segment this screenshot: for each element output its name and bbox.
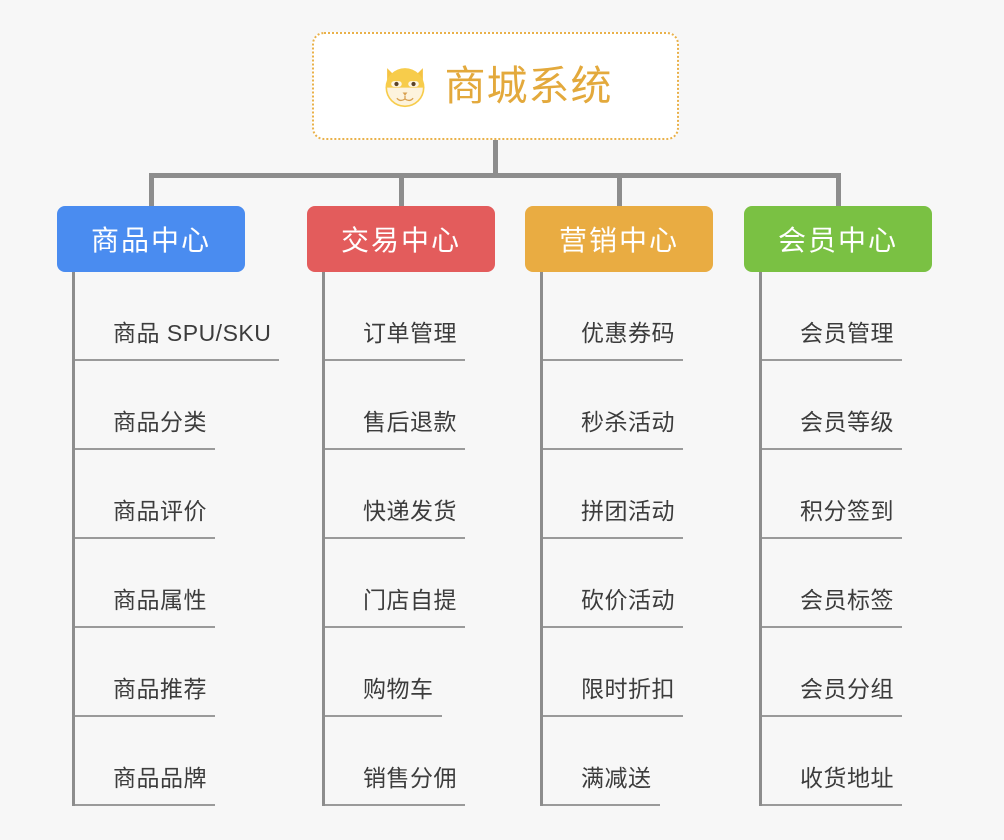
branch-column-member: 会员中心 会员管理 会员等级 积分签到 会员标签 会员分组: [744, 206, 994, 806]
leaf-underline: [325, 537, 465, 539]
leaf-label: 商品属性: [113, 587, 207, 613]
connector-drop-3: [617, 173, 622, 208]
leaf-underline: [762, 359, 902, 361]
leaf-underline: [543, 537, 683, 539]
connector-drop-4: [836, 173, 841, 208]
leaf-underline: [762, 537, 902, 539]
list-item[interactable]: 商品品牌: [75, 717, 307, 806]
branch-header-marketing[interactable]: 营销中心: [525, 206, 713, 272]
list-item[interactable]: 商品 SPU/SKU: [75, 272, 307, 361]
dog-face-icon: [385, 68, 424, 109]
leaf-label: 会员分组: [800, 676, 894, 702]
leaf-underline: [762, 804, 902, 806]
leaf-list-trade: 订单管理 售后退款 快递发货 门店自提 购物车 销售分佣: [322, 272, 557, 806]
leaf-underline: [543, 715, 683, 717]
branch-header-member[interactable]: 会员中心: [744, 206, 932, 272]
list-item[interactable]: 砍价活动: [543, 539, 775, 628]
leaf-underline: [75, 715, 215, 717]
leaf-label: 售后退款: [363, 409, 457, 435]
list-item[interactable]: 商品属性: [75, 539, 307, 628]
list-item[interactable]: 商品分类: [75, 361, 307, 450]
leaf-label: 满减送: [581, 765, 652, 791]
list-item[interactable]: 销售分佣: [325, 717, 557, 806]
leaf-underline: [543, 626, 683, 628]
leaf-label: 限时折扣: [581, 676, 675, 702]
leaf-underline: [543, 448, 683, 450]
list-item[interactable]: 秒杀活动: [543, 361, 775, 450]
leaf-underline: [762, 715, 902, 717]
list-item[interactable]: 限时折扣: [543, 628, 775, 717]
branch-column-product: 商品中心 商品 SPU/SKU 商品分类 商品评价 商品属性 商品推荐: [57, 206, 307, 806]
leaf-label: 商品品牌: [113, 765, 207, 791]
list-item[interactable]: 会员等级: [762, 361, 994, 450]
leaf-label: 商品分类: [113, 409, 207, 435]
leaf-label: 订单管理: [363, 320, 457, 346]
leaf-label: 快递发货: [363, 498, 457, 524]
branch-column-trade: 交易中心 订单管理 售后退款 快递发货 门店自提 购物车: [307, 206, 557, 806]
leaf-underline: [75, 626, 215, 628]
connector-drop-1: [149, 173, 154, 208]
leaf-list-marketing: 优惠券码 秒杀活动 拼团活动 砍价活动 限时折扣 满减送: [540, 272, 775, 806]
list-item[interactable]: 收货地址: [762, 717, 994, 806]
leaf-label: 购物车: [363, 676, 434, 702]
leaf-label: 秒杀活动: [581, 409, 675, 435]
leaf-label: 商品推荐: [113, 676, 207, 702]
list-item[interactable]: 优惠券码: [543, 272, 775, 361]
list-item[interactable]: 快递发货: [325, 450, 557, 539]
leaf-underline: [325, 715, 442, 717]
leaf-underline: [75, 359, 279, 361]
branch-header-product[interactable]: 商品中心: [57, 206, 245, 272]
leaf-underline: [75, 448, 215, 450]
list-item[interactable]: 会员分组: [762, 628, 994, 717]
leaf-label: 商品 SPU/SKU: [113, 320, 272, 346]
list-item[interactable]: 拼团活动: [543, 450, 775, 539]
list-item[interactable]: 满减送: [543, 717, 775, 806]
list-item[interactable]: 商品评价: [75, 450, 307, 539]
list-item[interactable]: 会员标签: [762, 539, 994, 628]
leaf-label: 砍价活动: [581, 587, 675, 613]
list-item[interactable]: 门店自提: [325, 539, 557, 628]
leaf-label: 会员等级: [800, 409, 894, 435]
leaf-label: 商品评价: [113, 498, 207, 524]
leaf-underline: [762, 626, 902, 628]
list-item[interactable]: 会员管理: [762, 272, 994, 361]
leaf-label: 门店自提: [363, 587, 457, 613]
leaf-underline: [325, 804, 465, 806]
leaf-label: 会员标签: [800, 587, 894, 613]
leaf-label: 会员管理: [800, 320, 894, 346]
leaf-underline: [325, 359, 465, 361]
root-title: 商城系统: [444, 62, 613, 109]
leaf-underline: [543, 359, 683, 361]
leaf-underline: [75, 804, 215, 806]
leaf-label: 拼团活动: [581, 498, 675, 524]
root-node[interactable]: 商城系统: [312, 32, 679, 140]
leaf-label: 积分签到: [800, 498, 894, 524]
leaf-underline: [543, 804, 660, 806]
leaf-label: 收货地址: [800, 765, 894, 791]
list-item[interactable]: 订单管理: [325, 272, 557, 361]
connector-horizontal-bar: [149, 173, 840, 178]
list-item[interactable]: 售后退款: [325, 361, 557, 450]
leaf-underline: [762, 448, 902, 450]
leaf-list-member: 会员管理 会员等级 积分签到 会员标签 会员分组 收货地址: [759, 272, 994, 806]
connector-drop-2: [399, 173, 404, 208]
leaf-underline: [75, 537, 215, 539]
list-item[interactable]: 积分签到: [762, 450, 994, 539]
leaf-underline: [325, 448, 465, 450]
list-item[interactable]: 商品推荐: [75, 628, 307, 717]
connector-root-stem: [493, 140, 498, 176]
branch-column-marketing: 营销中心 优惠券码 秒杀活动 拼团活动 砍价活动 限时折扣: [525, 206, 775, 806]
branch-header-trade[interactable]: 交易中心: [307, 206, 495, 272]
leaf-list-product: 商品 SPU/SKU 商品分类 商品评价 商品属性 商品推荐 商品品牌: [72, 272, 307, 806]
leaf-label: 优惠券码: [581, 320, 675, 346]
leaf-underline: [325, 626, 465, 628]
leaf-label: 销售分佣: [363, 765, 457, 791]
list-item[interactable]: 购物车: [325, 628, 557, 717]
